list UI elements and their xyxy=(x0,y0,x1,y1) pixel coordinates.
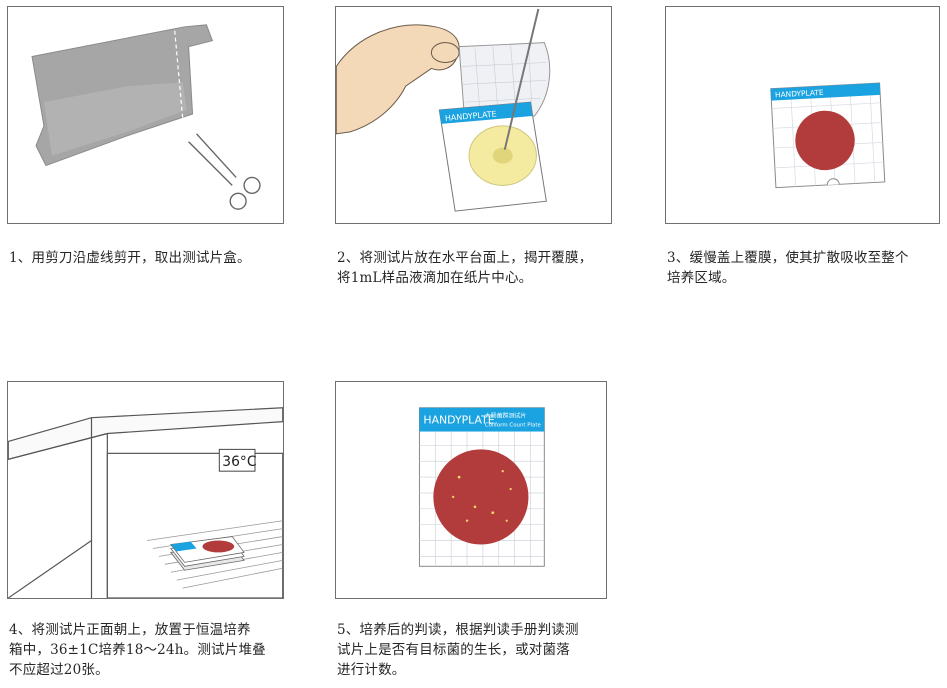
step4-line2: 箱中，36±1C培养18～24h。测试片堆叠 xyxy=(9,642,266,658)
result-reading-illustration: HANDYPLATE 大肠菌群测试片 Coliform Count Plate xyxy=(418,407,545,567)
step5-line3: 进行计数。 xyxy=(337,662,406,678)
plate-subtitle-en: Coliform Count Plate xyxy=(485,423,542,429)
incubator-temp-label: 36°C xyxy=(222,454,256,470)
step2-caption: 2、将测试片放在水平台面上，揭开覆膜， 将1mL样品液滴加在纸片中心。 xyxy=(337,248,592,288)
step1-line1: 1、用剪刀沿虚线剪开，取出测试片盒。 xyxy=(9,250,251,266)
plate-stack xyxy=(170,536,245,571)
plate-subtitle: 大肠菌群测试片 xyxy=(485,412,527,420)
scissors-icon xyxy=(188,133,261,210)
step4-line1: 4、将测试片正面朝上，放置于恒温培养 xyxy=(9,622,251,638)
step4-caption: 4、将测试片正面朝上，放置于恒温培养 箱中，36±1C培养18～24h。测试片堆… xyxy=(9,620,266,680)
incubator-icon xyxy=(8,407,283,598)
step4-line3: 不应超过20张。 xyxy=(9,662,109,678)
step3-line2: 培养区域。 xyxy=(667,270,736,286)
step2-image: HANDYPLATE xyxy=(335,6,612,224)
step5-caption: 5、培养后的判读，根据判读手册判读测 试片上是否有目标菌的生长，或对菌落 进行计… xyxy=(337,620,579,680)
step1-image xyxy=(7,6,284,224)
step5-line2: 试片上是否有目标菌的生长，或对菌落 xyxy=(337,642,570,658)
test-plate: HANDYPLATE xyxy=(438,101,547,212)
step1-caption: 1、用剪刀沿虚线剪开，取出测试片盒。 xyxy=(9,248,251,268)
test-plate: HANDYPLATE 大肠菌群测试片 Coliform Count Plate xyxy=(418,407,545,567)
spread-sample-illustration: HANDYPLATE xyxy=(770,82,886,189)
step5-image: HANDYPLATE 大肠菌群测试片 Coliform Count Plate xyxy=(335,381,607,599)
step2-line1: 2、将测试片放在水平台面上，揭开覆膜， xyxy=(337,250,593,266)
step3-caption: 3、缓慢盖上覆膜，使其扩散吸收至整个 培养区域。 xyxy=(667,248,909,288)
step4-image: 36°C xyxy=(7,381,284,599)
step3-line1: 3、缓慢盖上覆膜，使其扩散吸收至整个 xyxy=(667,250,909,266)
step2-line2: 将1mL样品液滴加在纸片中心。 xyxy=(337,270,533,286)
step5-line1: 5、培养后的判读，根据判读手册判读测 xyxy=(337,622,579,638)
test-plate: HANDYPLATE xyxy=(770,82,886,189)
step3-image: HANDYPLATE xyxy=(665,6,940,224)
temperature-display: 36°C xyxy=(218,448,257,472)
cut-bag-illustration xyxy=(31,24,261,210)
incubator-illustration: 36°C xyxy=(8,407,283,598)
inoculate-sample-illustration: HANDYPLATE xyxy=(336,8,551,212)
test-plate-bag xyxy=(31,24,214,167)
plate-brand-label: HANDYPLATE xyxy=(775,88,824,100)
plate-brand-label: HANDYPLATE xyxy=(445,109,497,122)
colony-dots xyxy=(451,469,512,522)
plate-brand-label: HANDYPLATE xyxy=(423,414,494,427)
pipette-icon xyxy=(503,8,540,150)
